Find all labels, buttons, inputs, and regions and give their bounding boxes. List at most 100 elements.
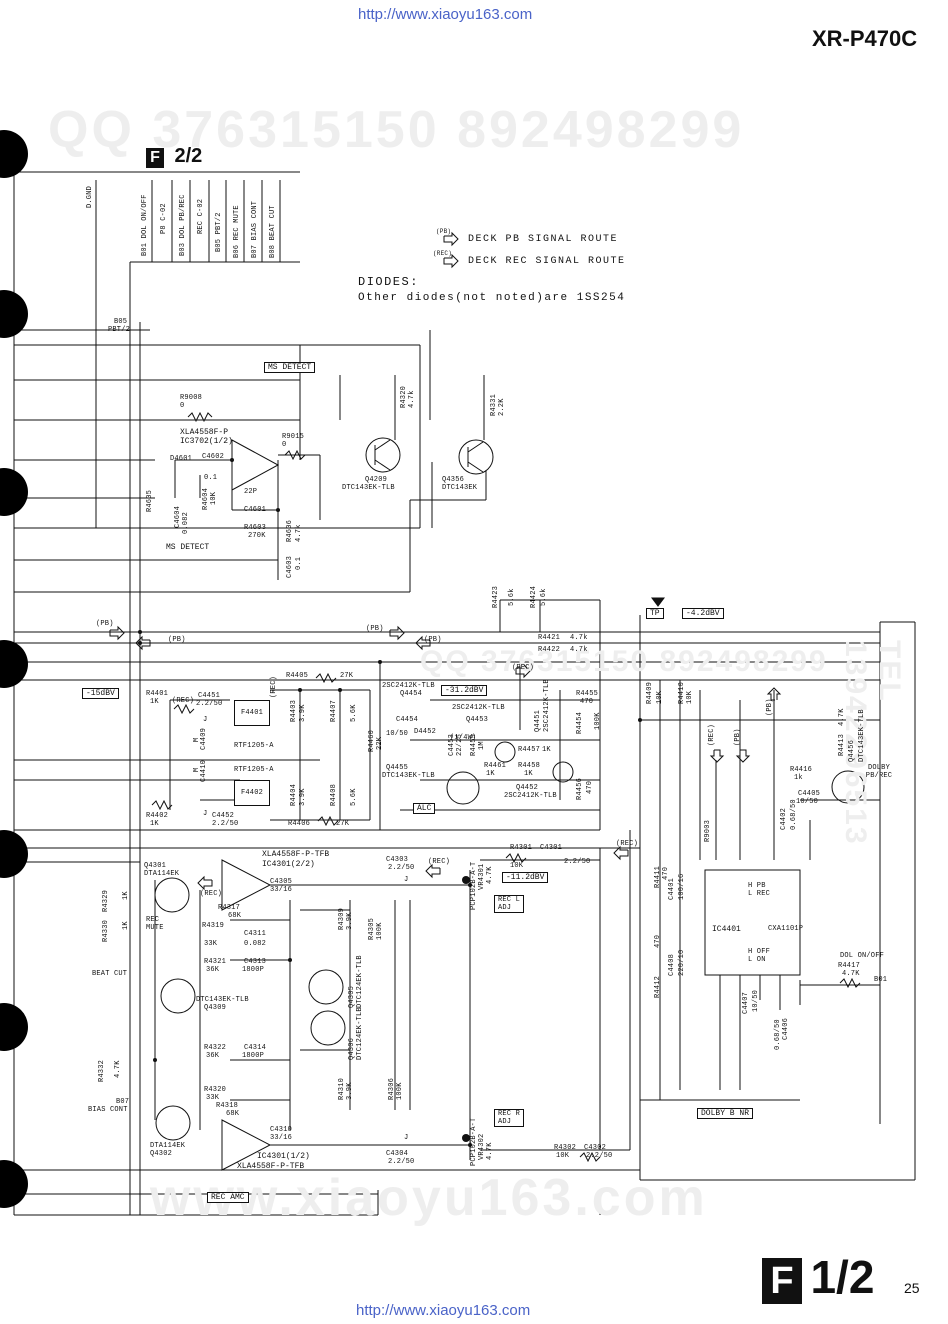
route-rec-tag: (REC) (270, 675, 278, 698)
r4422-ref: R4422 (538, 646, 561, 654)
r4457-ref: R4457 (518, 746, 541, 754)
route-pb-tag: (PB) (766, 698, 774, 716)
b01-label: B01 (874, 976, 888, 984)
r4412-value: 470 (654, 934, 662, 948)
r4331-ref: R4331 (490, 393, 498, 416)
q4306-ref: Q4306 (348, 1037, 356, 1060)
route-j-tag: J (404, 876, 409, 884)
vr4301-value: 4.7K (486, 866, 494, 884)
ic3702-type: XLA4558F-P (180, 428, 229, 437)
r9015-value: 0 (282, 441, 287, 449)
c4409-ref: C4409 (200, 727, 208, 750)
c4401-ref: C4401 (668, 877, 676, 900)
r4412-ref: R4412 (654, 975, 662, 998)
ic3702-ref: IC3702(1/2) (180, 437, 233, 446)
bias-cont-label: BIAS CONT (88, 1106, 128, 1114)
r4603-value: 270K (248, 532, 266, 540)
source-url-top[interactable]: http://www.xiaoyu163.com (358, 6, 533, 23)
c4451-ref: C4451 (198, 692, 221, 700)
r4402-value: 1K (150, 820, 159, 828)
r4422-value: 4.7k (570, 646, 588, 654)
r9008-value: 0 (180, 402, 185, 410)
c4313-ref: C4313 (244, 958, 267, 966)
r4409-value: 10K (656, 690, 664, 704)
page-number: 25 (904, 1280, 920, 1296)
connector-gnd: D.GND (86, 185, 94, 208)
c4310-ref: C4310 (270, 1126, 293, 1134)
c4604-ref: C4604 (174, 505, 182, 528)
q4301-ref: Q4301 (144, 862, 167, 870)
r4423-value: 5.6k (508, 588, 516, 606)
r4319-value: 33K (204, 940, 218, 948)
r4330-value: 1K (122, 921, 130, 930)
r4410-ref: R4410 (678, 681, 686, 704)
r4456-value: 470 (586, 780, 594, 794)
q4454-ref: Q4454 (400, 690, 423, 698)
q4309-type: DTC143EK-TLB (196, 996, 249, 1004)
r4305-ref: R4305 (368, 917, 376, 940)
f4401-type: RTF1205-A (234, 742, 274, 750)
r4416-ref: R4416 (790, 766, 813, 774)
legend-rec-text: DECK REC SIGNAL ROUTE (468, 256, 626, 267)
r4404-value: 3.9K (299, 788, 307, 806)
route-pb-tag: (PB) (96, 620, 114, 628)
ms-detect-box: MS DETECT (264, 362, 316, 373)
route-j-tag: J (404, 1134, 409, 1142)
c4410-value: M (193, 767, 201, 772)
r4405-value: 27K (340, 672, 354, 680)
r4417-ref: R4417 (838, 962, 861, 970)
watermark-middle: QQ 376315150 892498299 (420, 645, 828, 678)
r4310-ref: R4310 (338, 1077, 346, 1100)
source-url-bottom[interactable]: http://www.xiaoyu163.com (356, 1302, 531, 1319)
route-rec-tag: (REC) (428, 858, 451, 866)
r4329-ref: R4329 (102, 889, 110, 912)
level-minus-15: -15dBV (82, 688, 119, 699)
c4601-value: 22P (244, 488, 258, 496)
ic4401-hl3: H OFF (748, 948, 771, 956)
ic4401-type: CXA1101P (768, 925, 804, 933)
d4601-ref: D4601 (170, 455, 193, 463)
r4403-value: 3.9K (299, 704, 307, 722)
ic4301a-ref: IC4301(2/2) (262, 860, 315, 869)
route-rec-tag: (REC) (616, 840, 639, 848)
level-minus-11-2: -11.2dBV (502, 872, 549, 883)
c4405-value: 10/50 (796, 798, 819, 806)
r4404-ref: R4404 (290, 783, 298, 806)
sheet-badge-bottom: F (762, 1258, 802, 1304)
c4304-ref: C4304 (386, 1150, 409, 1158)
c4314-value: 1800P (242, 1052, 265, 1060)
q4209-type: DTC143EK-TLB (342, 484, 395, 492)
r4309-value: 3.9K (346, 912, 354, 930)
rec-l-adj-box: REC L ADJ (494, 895, 524, 913)
c4402-ref: C4402 (780, 807, 788, 830)
r4424-ref: R4424 (530, 585, 538, 608)
q4356-type: DTC143EK (442, 484, 478, 492)
r4332-value: 4.7K (114, 1060, 122, 1078)
q4452-type: 2SC2412K-TLB (504, 792, 557, 800)
c4302-ref: C4302 (584, 1144, 607, 1152)
r4454-ref: R4454 (576, 711, 584, 734)
c4454-value: 10/50 (386, 730, 409, 738)
r4318-ref: R4318 (216, 1102, 239, 1110)
route-rec-tag: (REC) (200, 890, 223, 898)
sheet-badge-top: F (146, 148, 164, 168)
c4311-ref: C4311 (244, 930, 267, 938)
ic4401-ref: IC4401 (712, 925, 741, 934)
q4451-type: 2SC2412K-TLB (543, 679, 551, 732)
connector-pin-2: P8 C-02 (160, 203, 168, 234)
r4416-value: 1k (794, 774, 803, 782)
r4321-value: 36K (206, 966, 220, 974)
legend-pb-text: DECK PB SIGNAL ROUTE (468, 234, 619, 245)
r9008-ref: R9008 (180, 394, 203, 402)
r4458-value: 1K (524, 770, 533, 778)
c4303-value: 2.2/50 (388, 864, 415, 872)
legend-pb-tag: (PB) (436, 228, 452, 235)
legend-rec-tag: (REC) (433, 250, 453, 257)
r4320b-ref: R4320 (204, 1086, 227, 1094)
c4401-value: 100/16 (678, 873, 686, 900)
r4421-value: 4.7k (570, 634, 588, 642)
r4406-ref: R4406 (288, 820, 311, 828)
r4405-ref: R4405 (286, 672, 309, 680)
ic4301a-type: XLA4558F-P-TFB (262, 850, 330, 859)
r4318-value: 68K (226, 1110, 240, 1118)
